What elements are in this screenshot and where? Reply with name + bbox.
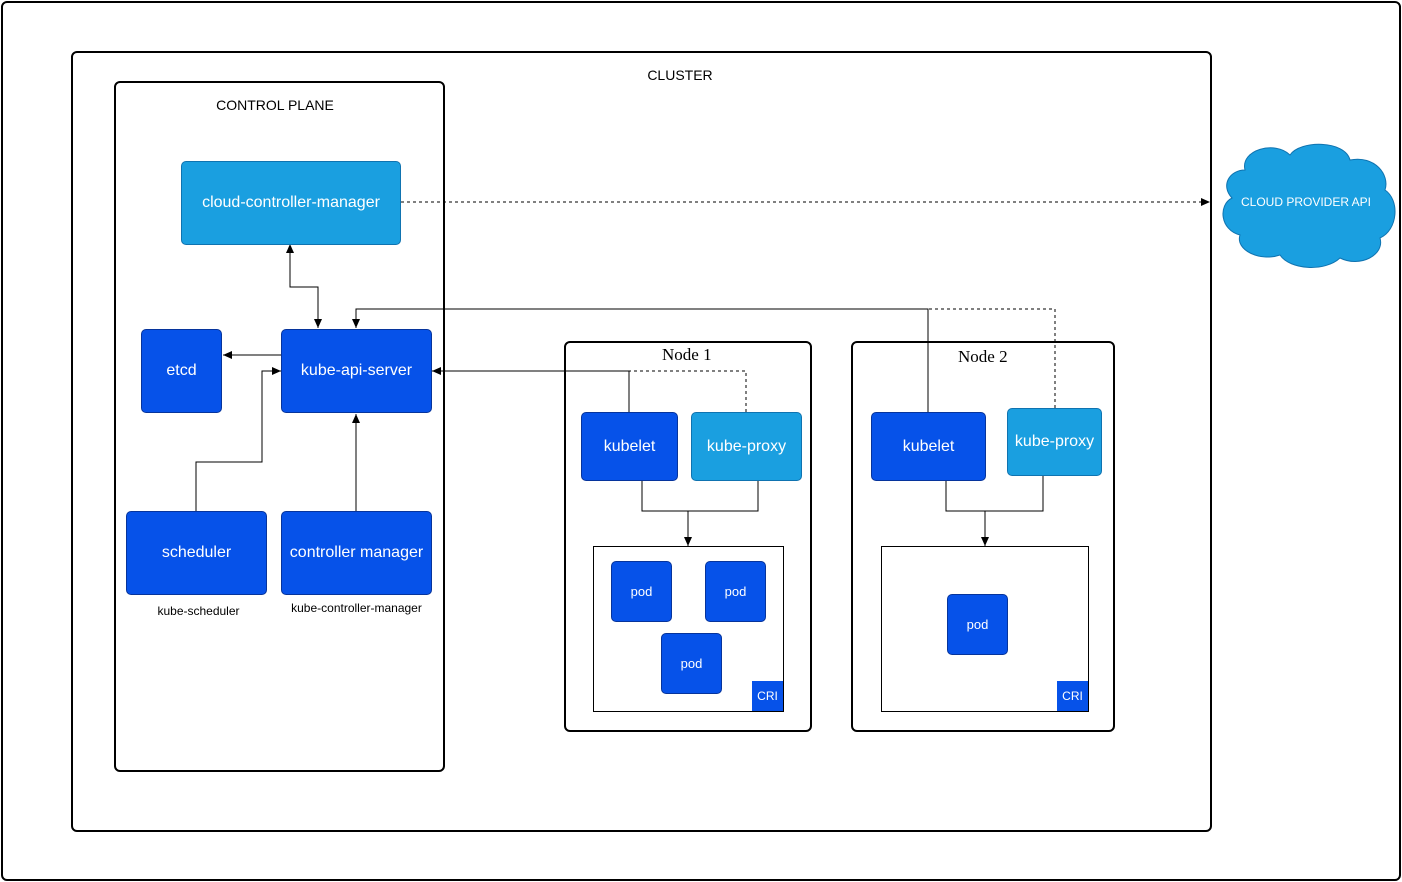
kube-api-server[interactable]: kube-api-server: [281, 329, 432, 413]
cloud-shape: [1222, 143, 1396, 268]
node2-kube-proxy[interactable]: kube-proxy: [1007, 408, 1102, 476]
node2-kubelet-to-api-line: [352, 308, 929, 412]
etcd[interactable]: etcd: [141, 329, 222, 413]
node2-kubelet[interactable]: kubelet: [871, 412, 986, 481]
node2-cri-badge: CRI: [1057, 681, 1088, 711]
scheduler[interactable]: scheduler: [126, 511, 267, 595]
node1-kubelet[interactable]: kubelet: [581, 412, 678, 481]
cloud-provider-api-label: CLOUD PROVIDER API: [1240, 195, 1372, 209]
node1-pod[interactable]: pod: [661, 633, 722, 694]
controller-manager[interactable]: controller manager: [281, 511, 432, 595]
node1-proxy-to-api-line: [629, 370, 747, 412]
node1-cri-badge: CRI: [752, 681, 783, 711]
node2-proxy-to-api-line: [928, 308, 1056, 408]
controller-manager-caption: kube-controller-manager: [291, 601, 422, 615]
control-plane-label: CONTROL PLANE: [216, 97, 334, 113]
node1-pod[interactable]: pod: [705, 561, 766, 622]
node1-label: Node 1: [662, 345, 712, 364]
cloud-controller-manager[interactable]: cloud-controller-manager: [181, 161, 401, 245]
ccm-api-line: [286, 244, 322, 328]
scheduler-caption: kube-scheduler: [157, 604, 240, 618]
cluster-label: CLUSTER: [647, 67, 713, 83]
node1-to-cri-line: [641, 481, 759, 512]
node2-label: Node 2: [958, 347, 1008, 366]
scheduler-to-api-line: [195, 367, 281, 511]
node1-pod[interactable]: pod: [611, 561, 672, 622]
node1-kube-proxy[interactable]: kube-proxy: [691, 412, 802, 481]
node2-pod[interactable]: pod: [947, 594, 1008, 655]
node2-to-cri-line: [945, 476, 1044, 512]
node1-kubelet-to-api-line: [432, 367, 630, 412]
